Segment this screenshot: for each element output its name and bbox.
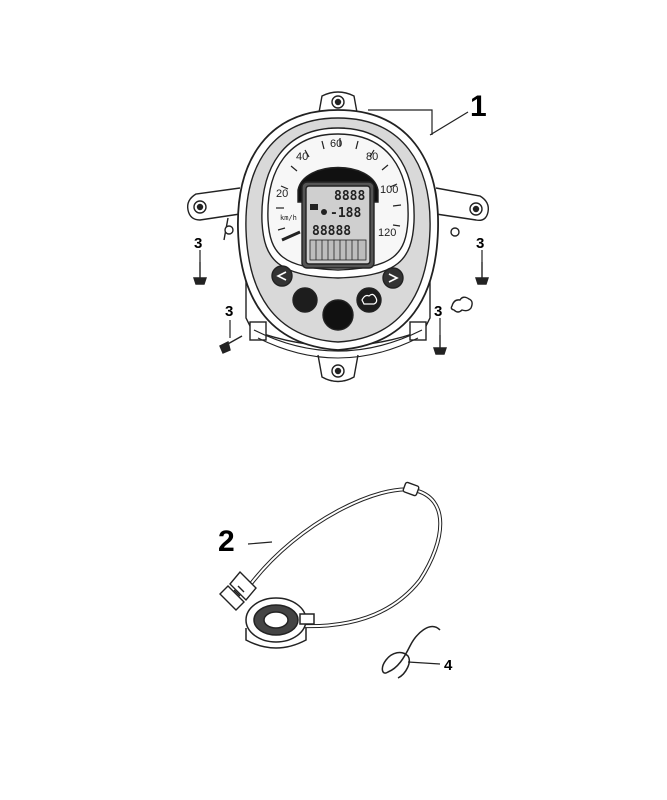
right-bracket	[435, 187, 490, 237]
callout-3-right-upper: 3	[476, 235, 484, 252]
right-indicator-button	[382, 267, 404, 289]
dial-numbers: 20 40 60 80 100 120 km/h	[276, 138, 398, 239]
left-indicator-button	[271, 265, 293, 287]
dial-unit: km/h	[280, 214, 297, 222]
dial-number-60: 60	[330, 138, 342, 150]
lcd-line-2: -188	[330, 206, 361, 221]
lcd-panel	[301, 181, 375, 269]
engine-warning-button	[356, 287, 382, 313]
screw-right-lower	[433, 335, 447, 355]
cable-threaded-end	[219, 570, 257, 611]
dial-number-120: 120	[378, 227, 396, 239]
callout-3-left-lower: 3	[225, 303, 233, 320]
left-round-button	[292, 287, 318, 313]
screw-left-lower	[219, 335, 243, 354]
bottom-mount-tab	[317, 354, 359, 383]
screw-right-upper	[475, 262, 489, 285]
cable-clip	[381, 625, 441, 679]
callout-4: 4	[444, 657, 453, 674]
lcd-line-1: 8888	[334, 189, 365, 204]
leader-lines	[199, 109, 483, 665]
dial-number-80: 80	[366, 151, 378, 163]
callout-2: 2	[218, 525, 235, 558]
control-buttons	[271, 265, 404, 331]
dial-number-100: 100	[380, 184, 398, 196]
speedometer-cable	[219, 481, 443, 649]
engine-icon-part	[450, 296, 473, 313]
speedometer-assembly	[186, 91, 490, 383]
callout-3-right-lower: 3	[434, 303, 442, 320]
needle	[281, 230, 301, 242]
dial-number-20: 20	[276, 188, 288, 200]
center-round-button	[322, 299, 354, 331]
left-bracket	[186, 187, 241, 241]
callout-3-left-upper: 3	[194, 235, 202, 252]
screw-left-upper	[193, 262, 207, 285]
callout-1: 1	[470, 90, 487, 123]
cable-drive-sensor	[245, 597, 315, 649]
dial-number-40: 40	[296, 151, 308, 163]
lcd-readouts: 8888 -188 88888	[312, 189, 365, 239]
lcd-line-3: 88888	[312, 224, 351, 239]
dial-ticks	[276, 138, 402, 231]
